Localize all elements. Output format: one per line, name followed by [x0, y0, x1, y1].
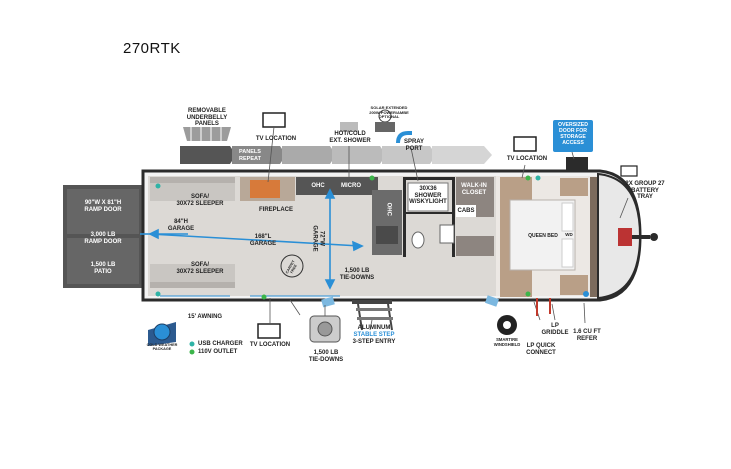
tv-icon-right: [513, 136, 537, 152]
label-garage-length: 168"L GARAGE: [249, 234, 277, 247]
spray-port-icon: [396, 131, 412, 144]
label-tiedowns-interior: 1,500 LB TIE-DOWNS: [339, 268, 375, 281]
label-wardrobe: WD: [565, 232, 573, 237]
label-ohc-1: OHC: [311, 183, 325, 189]
label-lp-quick: LP QUICK CONNECT: [526, 343, 556, 356]
label-removable-panels: REMOVABLE UNDERBELLY PANELS: [186, 108, 228, 127]
label-tv-location-top: TV LOCATION: [255, 136, 297, 142]
label-garage-width: 72"W GARAGE: [312, 225, 325, 252]
label-hot-cold-shower: HOT/COLD EXT. SHOWER: [329, 131, 371, 144]
outlet-markers: [155, 175, 589, 300]
shower-stall: [407, 182, 449, 212]
kitchen-overhead: [296, 177, 378, 195]
label-awning: 15' AWNING: [187, 314, 223, 320]
carpet-free-stamp: [280, 254, 304, 278]
legend-110v-label: 110V OUTLET: [198, 349, 238, 355]
label-oversized-door: OVERSIZED DOOR FOR STORAGE ACCESS: [558, 122, 588, 146]
oversized-door-badge: [553, 120, 593, 152]
label-micro: MICRO: [341, 183, 361, 189]
model-name: 270RTK: [123, 40, 181, 57]
underbelly-panels-strip: [180, 146, 492, 164]
storage-door: [566, 157, 588, 171]
bath-sink: [439, 224, 455, 244]
label-ramp-capacity: 3,000 LB RAMP DOOR: [84, 232, 122, 245]
battery-icon: [620, 165, 638, 177]
entry-step: [352, 300, 393, 331]
label-shower: 30x36 SHOWER w/SKYLIGHT: [409, 186, 447, 205]
label-refer: 1.6 CU FT REFER: [573, 329, 601, 342]
tv-icon-bottom: [257, 323, 281, 339]
legend-usb-dot: [189, 341, 195, 347]
label-fireplace: FIREPLACE: [258, 207, 293, 213]
label-solar: SOLAR EXTENDED 200W POWER/AMBE OPTIONAL: [369, 105, 409, 120]
label-cabs: CABS: [457, 208, 475, 214]
label-smartire: SMARTIRE WINDSHIELD: [493, 337, 521, 347]
label-cold-weather: COLD WEATHER PACKAGE: [146, 343, 178, 352]
kitchen-counter: [372, 190, 402, 255]
label-sofa-top: SOFA/ 30x72 SLEEPER: [176, 194, 224, 207]
tv-icon-top: [262, 112, 286, 128]
garage-dimension-arrows: [140, 188, 364, 290]
toilet: [411, 231, 425, 249]
front-cap: [590, 177, 597, 297]
label-patio: 1,500 LB PATIO: [90, 262, 116, 275]
cold-weather-badge: [148, 322, 176, 346]
label-panels-repeat: PANELS REPEAT: [239, 149, 261, 162]
label-battery-tray: 2X GROUP 27 BATTERY TRAY: [625, 181, 665, 200]
callout-lines: [267, 126, 629, 331]
underbelly-panel-icon: [183, 127, 231, 141]
label-queen-bed: QUEEN BED: [528, 233, 558, 239]
shower-icon: [340, 122, 358, 132]
label-ohc-2: OHC: [385, 202, 392, 216]
label-sofa-bottom: SOFA/ 30x72 SLEEPER: [176, 262, 224, 275]
label-garage-height: 84"H GARAGE: [167, 219, 195, 232]
label-walk-in-closet: WALK-IN CLOSET: [461, 183, 487, 196]
label-tiedowns-bottom: 1,500 LB TIE-DOWNS: [308, 350, 344, 363]
label-spray-port: SPRAY PORT: [403, 139, 425, 152]
label-ramp-door: 90"W x 81"H RAMP DOOR: [84, 200, 122, 213]
label-tv-location-right: TV LOCATION: [506, 156, 548, 162]
label-tv-location-bottom: TV LOCATION: [249, 342, 291, 348]
legend-usb-label: USB CHARGER: [198, 341, 243, 347]
label-step-2: STABLE STEP: [353, 332, 395, 338]
legend-outlet-dot: [189, 349, 195, 355]
label-lp-griddle: LP GRIDDLE: [541, 323, 569, 336]
label-step-1: ALUMINUM: [357, 325, 391, 331]
label-step-3: 3-STEP ENTRY: [352, 339, 396, 345]
